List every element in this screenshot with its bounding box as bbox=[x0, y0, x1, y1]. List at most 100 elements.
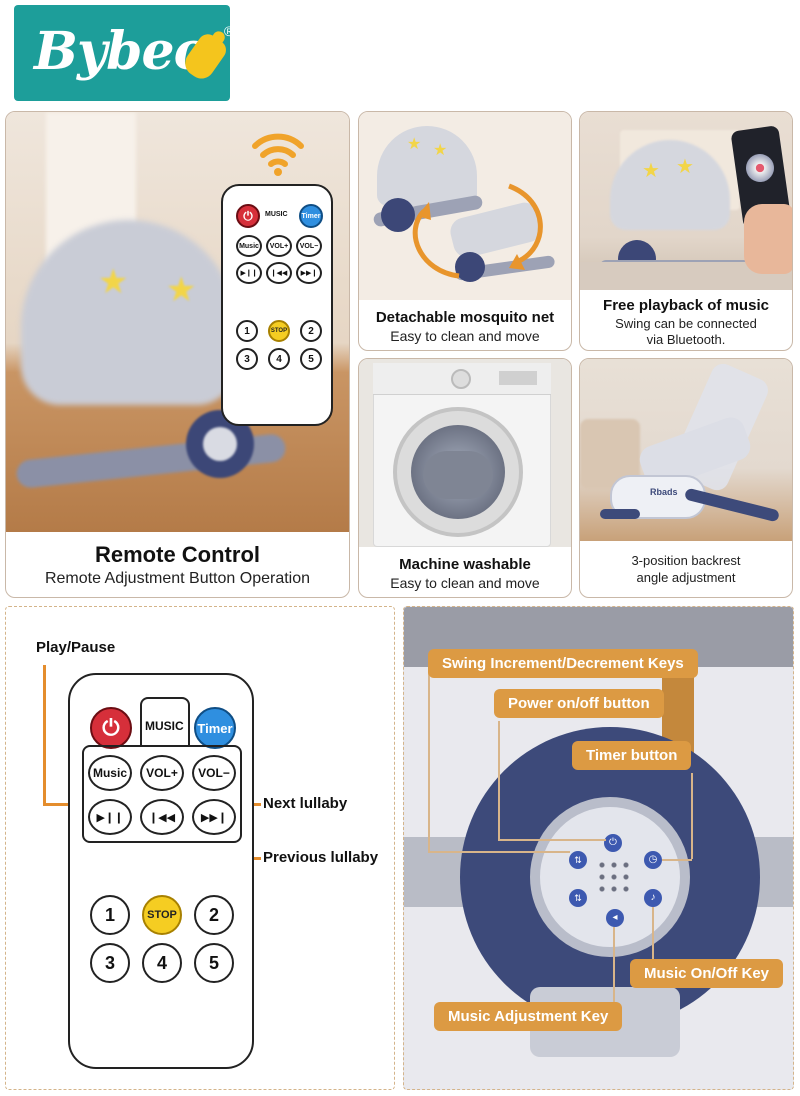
control-unit-panel: ⏻ ◷ ⇅ ⇅ ♪ ◂ Swing Increment/Decrement Ke… bbox=[403, 606, 794, 1090]
music-adjust-leader bbox=[613, 927, 615, 1005]
play-pause-button: ▶❙❙ bbox=[236, 262, 262, 284]
wireless-signal-icon bbox=[249, 122, 307, 180]
music-label-tab bbox=[140, 697, 190, 745]
swing-leg bbox=[600, 509, 640, 519]
star-icon: ★ bbox=[676, 156, 694, 178]
fabric-in-drum bbox=[423, 451, 493, 499]
play-pause-button: ▶❙❙ bbox=[88, 799, 132, 835]
backrest-panel: Rbads 3-position backrest angle adjustme… bbox=[579, 358, 793, 598]
remote-control-subtitle: Remote Adjustment Button Operation bbox=[44, 570, 311, 587]
timer-button: Timer bbox=[299, 204, 323, 228]
remote-illustration-large: ⏻ MUSIC Timer Music VOL+ VOL− ▶❙❙ ❙◀◀ ▶▶… bbox=[68, 673, 254, 1069]
number-4-button: 4 bbox=[268, 348, 290, 370]
hand-shape bbox=[744, 204, 792, 274]
backrest-line-1: 3-position backrest bbox=[631, 553, 741, 568]
remote-control-title: Remote Control bbox=[95, 542, 260, 567]
previous-button: ❙◀◀ bbox=[140, 799, 184, 835]
vol-down-button: VOL− bbox=[296, 235, 322, 257]
number-5-button: 5 bbox=[300, 348, 322, 370]
mosquito-net-subtitle: Easy to clean and move bbox=[390, 328, 540, 344]
product-badge: Rbads bbox=[650, 487, 678, 497]
mosquito-net-panel: ★ ★ Detachable mosquito net Easy to clea… bbox=[358, 111, 572, 351]
music-onoff-leader bbox=[652, 907, 654, 963]
brand-logo: Bybeo ® bbox=[14, 5, 234, 101]
swing-keys-leader bbox=[428, 665, 430, 851]
next-button: ▶▶❙ bbox=[192, 799, 236, 835]
number-2-button: 2 bbox=[194, 895, 234, 935]
music-playback-subtitle-2: via Bluetooth. bbox=[646, 332, 726, 347]
remote-illustration-small: ⏻ MUSIC Timer Music VOL+ VOL− ▶❙❙ ❙◀◀ ▶▶… bbox=[221, 184, 333, 426]
number-1-button: 1 bbox=[236, 320, 258, 342]
power-button: ⏻ bbox=[604, 834, 622, 852]
next-lullaby-annotation: Next lullaby bbox=[263, 795, 348, 812]
timer-button: Timer bbox=[194, 707, 236, 749]
vol-up-button: VOL+ bbox=[140, 755, 184, 791]
previous-lullaby-annotation: Previous lullaby bbox=[263, 849, 379, 866]
star-icon: ★ bbox=[433, 142, 448, 159]
music-label: MUSIC bbox=[145, 719, 184, 733]
power-button-label: Power on/off button bbox=[494, 689, 664, 718]
motor-unit bbox=[381, 198, 415, 232]
brand-name: Bybeo bbox=[34, 21, 208, 82]
power-icon: ⏻ bbox=[236, 204, 260, 228]
music-label: MUSIC bbox=[265, 211, 288, 218]
registered-mark: ® bbox=[224, 23, 235, 39]
music-playback-subtitle-1: Swing can be connected bbox=[615, 316, 757, 331]
number-4-button: 4 bbox=[142, 943, 182, 983]
machine-washable-title: Machine washable bbox=[399, 556, 531, 573]
dial-icon bbox=[451, 369, 471, 389]
number-1-button: 1 bbox=[90, 895, 130, 935]
music-onoff-label: Music On/Off Key bbox=[630, 959, 784, 988]
backrest-photo: Rbads bbox=[580, 359, 792, 541]
star-icon: ★ bbox=[166, 271, 197, 309]
star-icon: ★ bbox=[407, 136, 422, 153]
music-button: Music bbox=[88, 755, 132, 791]
music-adjust-button: ◂ bbox=[606, 909, 624, 927]
mosquito-net-title: Detachable mosquito net bbox=[375, 309, 555, 326]
next-button: ▶▶❙ bbox=[296, 262, 322, 284]
star-icon: ★ bbox=[98, 263, 129, 301]
timer-leader bbox=[662, 859, 692, 861]
previous-button: ❙◀◀ bbox=[266, 262, 292, 284]
number-5-button: 5 bbox=[194, 943, 234, 983]
canopy-shape bbox=[377, 126, 477, 206]
stop-button: STOP bbox=[142, 895, 182, 935]
timer-button-unit: ◷ bbox=[644, 851, 662, 869]
play-pause-annotation: Play/Pause bbox=[36, 639, 116, 656]
music-adjust-label: Music Adjustment Key bbox=[434, 1002, 623, 1031]
swing-canopy bbox=[21, 220, 236, 405]
nursery-photo: ★ ★ ⏻ MUSIC Timer Music VOL+ VOL− ▶❙❙ ❙◀… bbox=[6, 112, 349, 532]
motor-unit bbox=[455, 252, 485, 282]
display-shape bbox=[499, 371, 537, 385]
vol-up-button: VOL+ bbox=[266, 235, 292, 257]
power-leader bbox=[498, 839, 606, 841]
bluetooth-photo: ★ ★ bbox=[580, 112, 792, 290]
number-3-button: 3 bbox=[90, 943, 130, 983]
backrest-line-2: angle adjustment bbox=[636, 570, 736, 585]
machine-washable-panel: Machine washable Easy to clean and move bbox=[358, 358, 572, 598]
mosquito-net-photo: ★ ★ bbox=[359, 112, 571, 300]
washing-machine-photo bbox=[359, 359, 571, 547]
timer-button-label: Timer button bbox=[572, 741, 692, 770]
play-pause-leader bbox=[43, 665, 46, 805]
number-2-button: 2 bbox=[300, 320, 322, 342]
remote-detail-panel: Play/Pause Next lullaby Previous lullaby… bbox=[5, 606, 395, 1090]
music-button: Music bbox=[236, 235, 262, 257]
stop-button: STOP bbox=[268, 320, 290, 342]
swing-down-button: ⇅ bbox=[569, 889, 587, 907]
music-playback-title: Free playback of music bbox=[603, 297, 769, 314]
swing-up-button: ⇅ bbox=[569, 851, 587, 869]
music-toggle-button: ♪ bbox=[644, 889, 662, 907]
number-3-button: 3 bbox=[236, 348, 258, 370]
machine-washable-subtitle: Easy to clean and move bbox=[390, 575, 540, 591]
power-leader bbox=[498, 721, 500, 841]
swing-keys-leader bbox=[428, 851, 570, 853]
canopy-shape bbox=[610, 140, 730, 230]
vol-down-button: VOL− bbox=[192, 755, 236, 791]
cycle-arrow-icon bbox=[399, 176, 559, 286]
power-icon: ⏻ bbox=[90, 707, 132, 749]
timer-leader bbox=[691, 773, 693, 859]
motor-face bbox=[203, 427, 237, 461]
music-playback-panel: ★ ★ Free playback of music Swing can be … bbox=[579, 111, 793, 351]
speaker-grille bbox=[596, 859, 632, 895]
